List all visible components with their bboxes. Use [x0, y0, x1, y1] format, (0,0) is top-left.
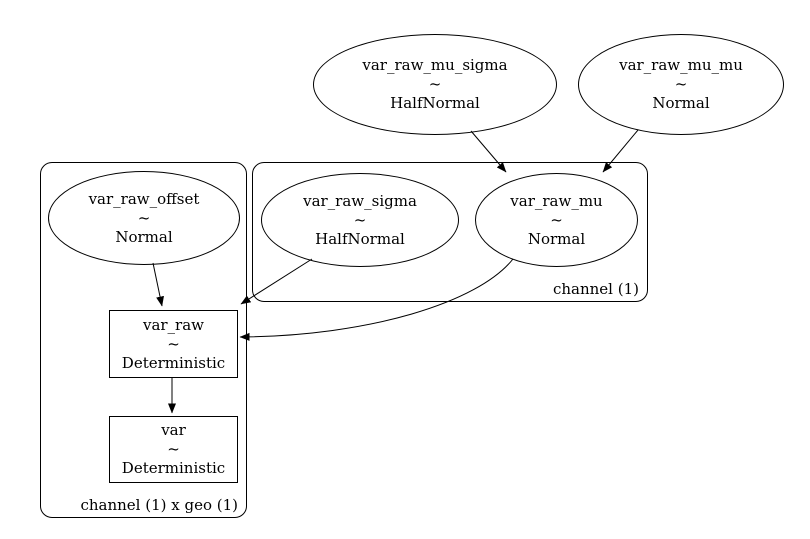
node-op: ~ [167, 334, 180, 353]
node-op: ~ [167, 440, 180, 458]
plate-channel-label: channel (1) [552, 280, 639, 298]
node-var_raw_offset: var_raw_offset ~ Normal [48, 171, 240, 265]
node-dist: HalfNormal [315, 229, 405, 248]
node-var: var ~ Deterministic [109, 416, 238, 483]
node-label: var_raw_offset [88, 189, 200, 208]
node-dist: Deterministic [121, 353, 226, 372]
node-var_raw_sigma: var_raw_sigma ~ HalfNormal [261, 173, 459, 267]
node-dist: Deterministic [121, 459, 226, 477]
node-label: var_raw [142, 315, 205, 334]
node-var_raw_mu_mu: var_raw_mu_mu ~ Normal [578, 34, 784, 135]
plate-channel-x-geo-label: channel (1) x geo (1) [80, 496, 238, 514]
node-op: ~ [550, 210, 563, 229]
node-dist: Normal [527, 229, 586, 248]
node-dist: Normal [652, 94, 710, 112]
node-label: var_raw_mu_sigma [362, 56, 508, 74]
node-label: var_raw_mu_mu [619, 56, 743, 74]
node-op: ~ [353, 210, 367, 229]
node-dist: HalfNormal [390, 94, 480, 112]
node-label: var [161, 421, 186, 439]
node-op: ~ [674, 75, 688, 93]
node-op: ~ [428, 75, 442, 93]
node-var_raw: var_raw ~ Deterministic [109, 310, 238, 378]
node-dist: Normal [115, 227, 173, 246]
node-var_raw_mu_sigma: var_raw_mu_sigma ~ HalfNormal [313, 34, 557, 135]
node-var_raw_mu: var_raw_mu ~ Normal [475, 173, 638, 267]
node-op: ~ [137, 208, 151, 227]
node-label: var_raw_sigma [303, 191, 417, 210]
node-label: var_raw_mu [510, 191, 603, 210]
